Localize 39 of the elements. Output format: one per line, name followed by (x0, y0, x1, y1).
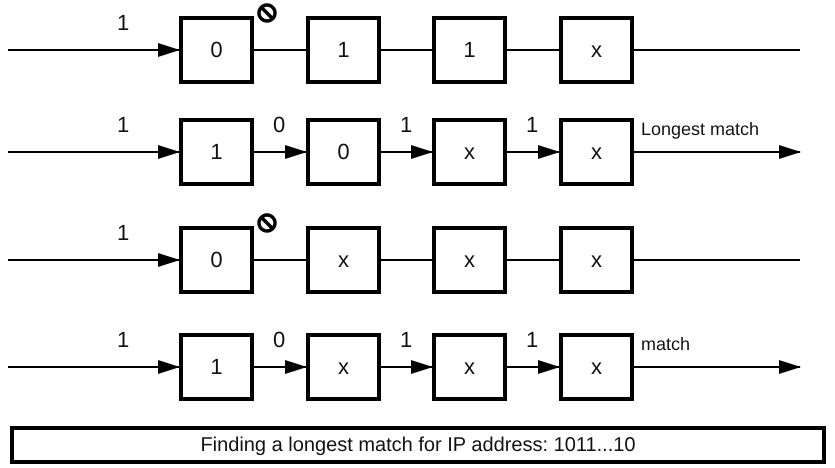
bit-box: x (559, 16, 634, 84)
bit-box: x (559, 226, 634, 294)
arrow (634, 360, 801, 374)
arrow (8, 145, 180, 159)
bit-box: x (306, 226, 381, 294)
connector-line (254, 259, 306, 261)
connector-line (507, 259, 559, 261)
bit-box: x (432, 333, 507, 401)
bit-box: 0 (179, 16, 254, 84)
edge-label: Longest match (640, 120, 760, 138)
bit-box: x (432, 118, 507, 186)
arrow (507, 360, 560, 374)
bit-box: x (559, 333, 634, 401)
bit-box: 1 (179, 118, 254, 186)
bit-box: x (559, 118, 634, 186)
arrow (634, 145, 801, 159)
arrow (381, 145, 433, 159)
caption-box: Finding a longest match for IP address: 1011...10 (10, 426, 826, 464)
arrow (8, 43, 180, 57)
connector-line (381, 49, 432, 51)
bit-box: x (432, 226, 507, 294)
connector-line (254, 49, 306, 51)
arrow (507, 145, 560, 159)
bit-box: 0 (179, 226, 254, 294)
connector-line (381, 259, 432, 261)
connector-line (507, 49, 559, 51)
arrow (8, 360, 180, 374)
connector-line (634, 259, 800, 261)
edge-label: match (640, 335, 692, 353)
bit-box: 1 (306, 16, 381, 84)
bit-box: x (306, 333, 381, 401)
connector-line (634, 49, 800, 51)
arrow (254, 360, 307, 374)
arrow (8, 253, 180, 267)
bit-box: 1 (432, 16, 507, 84)
bit-box: 1 (179, 333, 254, 401)
arrow (254, 145, 307, 159)
bit-box: 0 (306, 118, 381, 186)
arrow (381, 360, 433, 374)
